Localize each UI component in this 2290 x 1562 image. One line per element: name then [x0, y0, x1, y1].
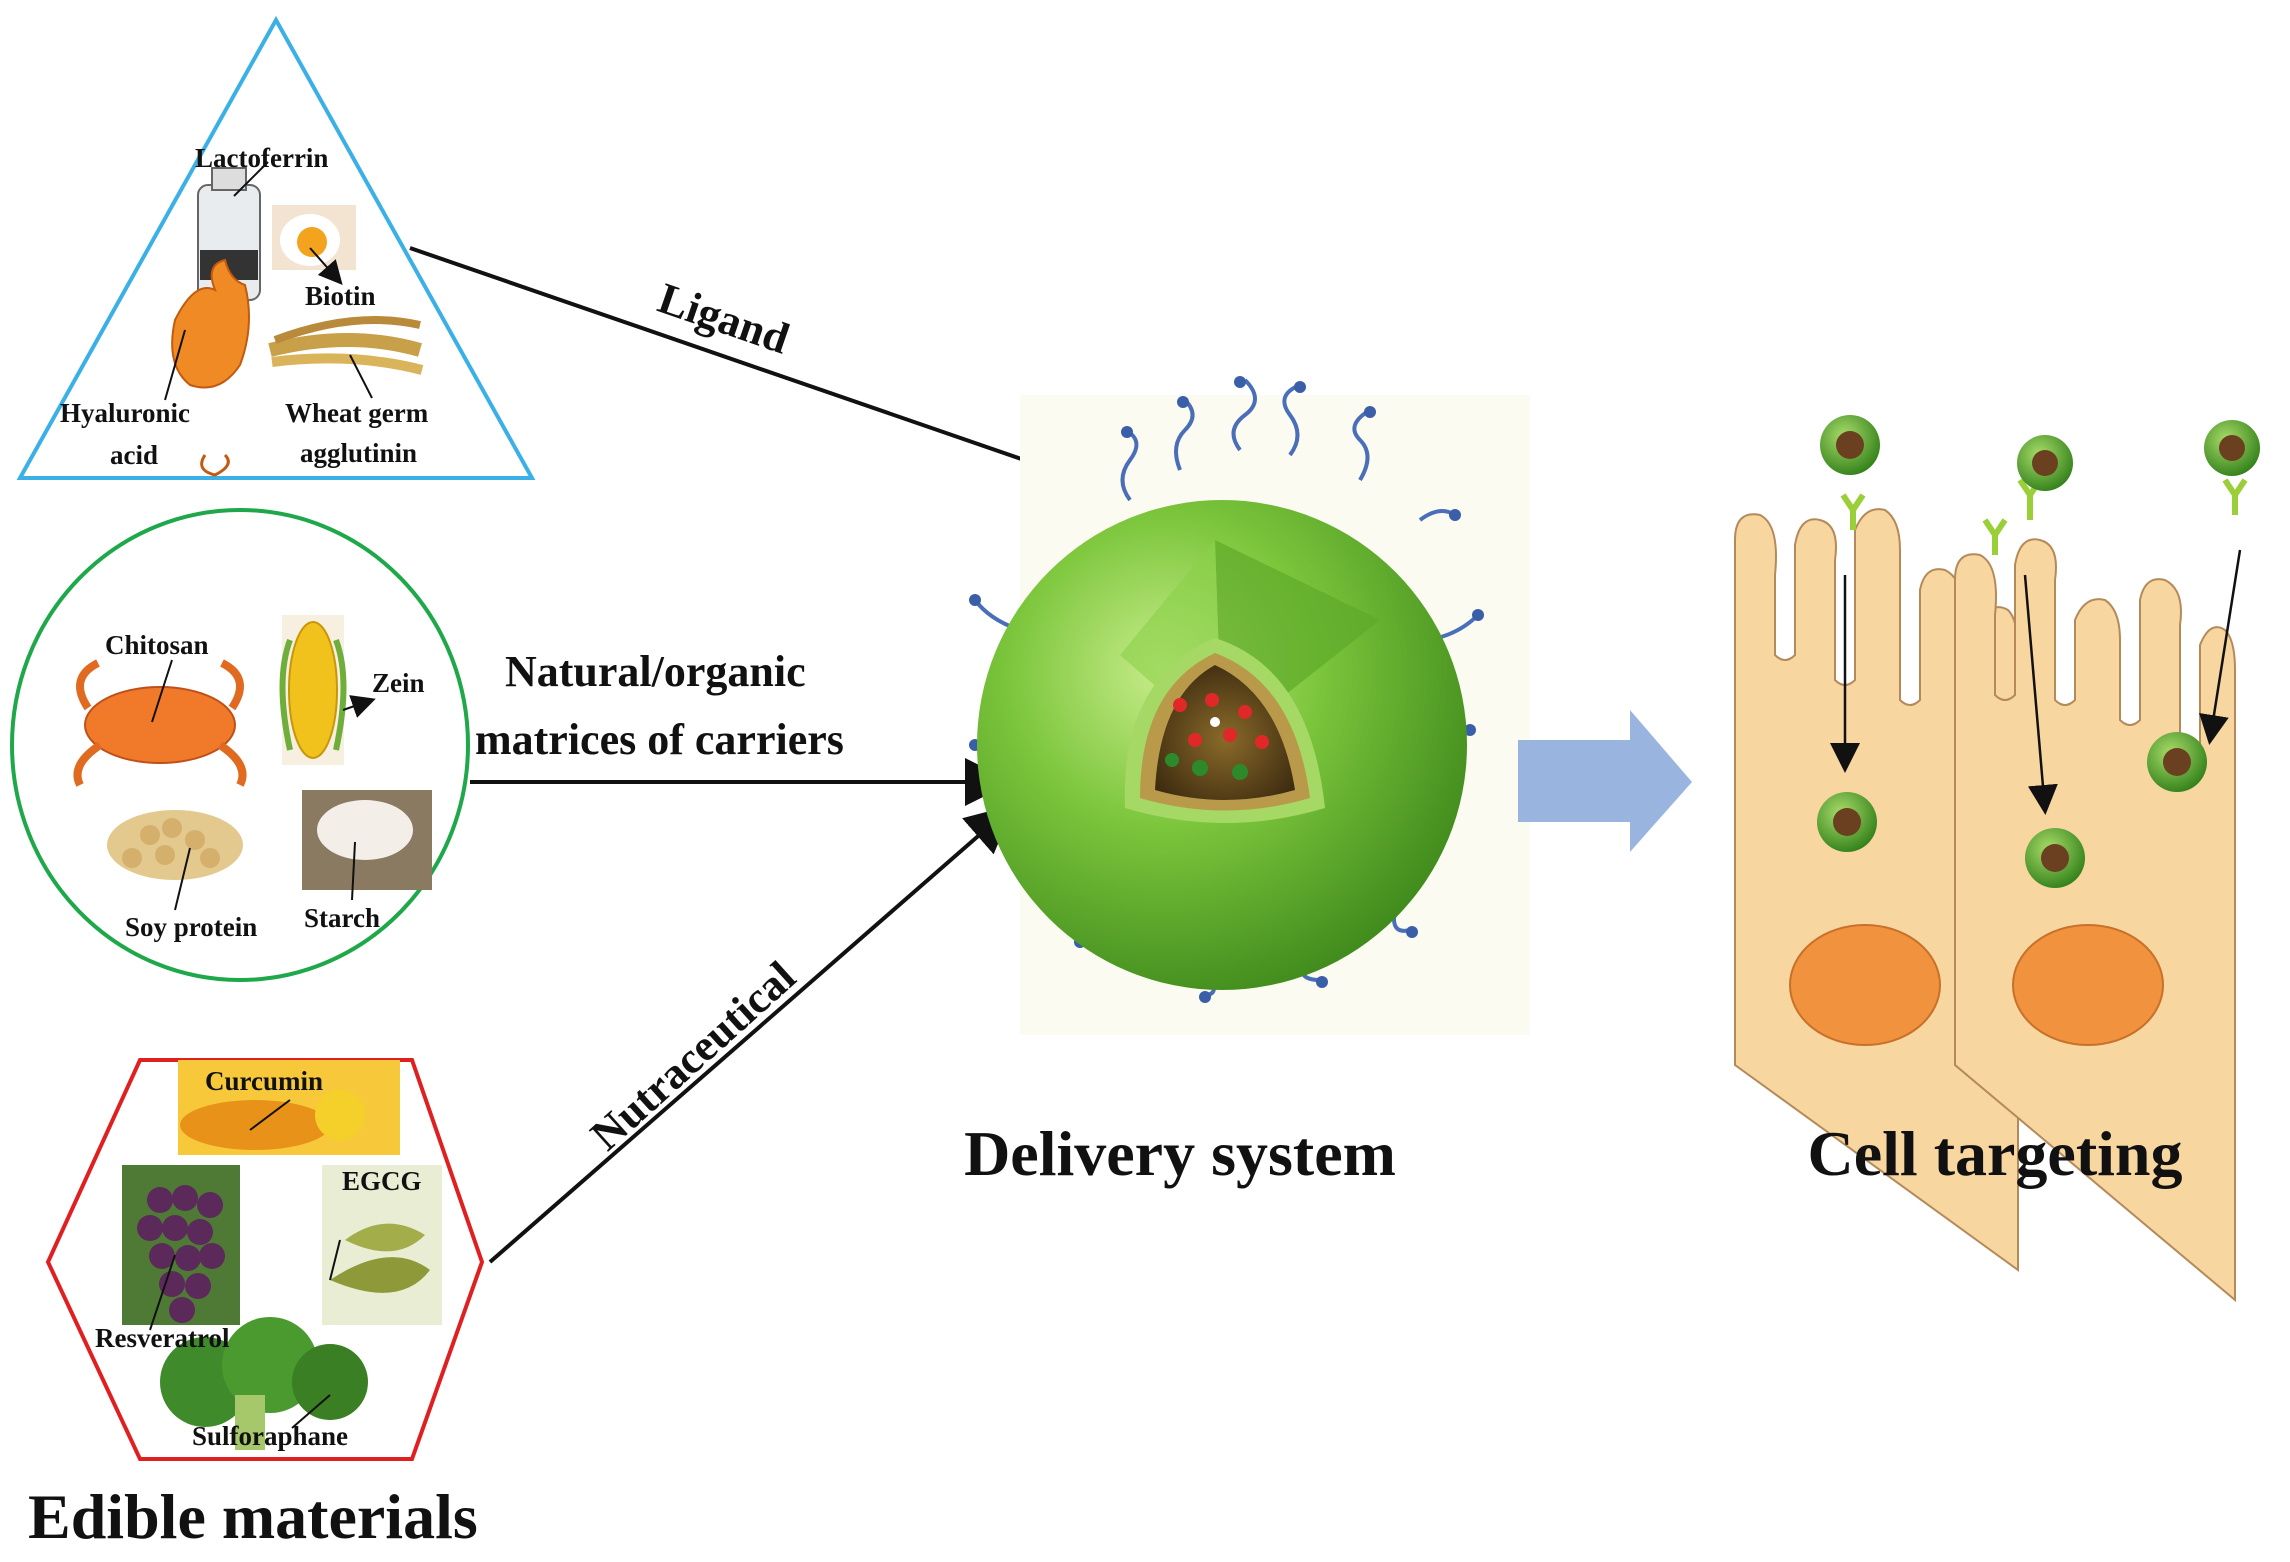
label-starch: Starch: [304, 903, 381, 933]
cells: [1734, 415, 2260, 1303]
label-wheat-germ-1: Wheat germ: [285, 398, 429, 428]
tea-leaf-icon: [322, 1165, 442, 1325]
label-hyaluronic-1: Hyaluronic: [60, 398, 191, 428]
label-biotin: Biotin: [305, 281, 376, 311]
delivery-sphere: [969, 376, 1530, 1035]
payload-molecules: [1165, 693, 1269, 780]
corn-icon: [279, 615, 347, 765]
label-lactoferrin: Lactoferrin: [195, 143, 329, 173]
caption-cell-targeting: Cell targeting: [1807, 1118, 2183, 1189]
caption-delivery-system: Delivery system: [964, 1118, 1396, 1189]
arrow-label-matrices-1: Natural/organic: [505, 647, 806, 696]
soybean-icon: [107, 810, 243, 880]
grape-icon: [122, 1165, 240, 1325]
nucleus-right: [2012, 924, 2164, 1046]
ligand-triangle: [16, 15, 536, 480]
nutraceutical-hexagon: [45, 1058, 485, 1461]
label-hyaluronic-2: acid: [110, 440, 159, 470]
rooster-icon: [171, 258, 250, 477]
label-zein: Zein: [372, 668, 425, 698]
targeted-particles: [1817, 415, 2260, 888]
label-curcumin: Curcumin: [205, 1066, 324, 1096]
starch-icon: [302, 790, 432, 890]
wheat-icon: [268, 316, 424, 375]
label-soy-protein: Soy protein: [125, 912, 258, 942]
label-wheat-germ-2: agglutinin: [300, 438, 418, 468]
label-sulforaphane: Sulforaphane: [192, 1421, 349, 1451]
label-chitosan: Chitosan: [105, 630, 209, 660]
broccoli-icon: [160, 1317, 368, 1450]
transition-arrow: [1518, 710, 1692, 852]
label-resveratrol: Resveratrol: [95, 1323, 230, 1353]
arrow-label-matrices-2: matrices of carriers: [475, 715, 844, 764]
label-egcg: EGCG: [342, 1166, 422, 1196]
connector-arrows: [409, 246, 1096, 1264]
egg-icon: [272, 205, 356, 270]
caption-edible-materials: Edible materials: [28, 1481, 478, 1552]
matrices-circle: [10, 508, 470, 982]
crab-icon: [73, 659, 247, 787]
nucleus-left: [1789, 924, 1941, 1046]
